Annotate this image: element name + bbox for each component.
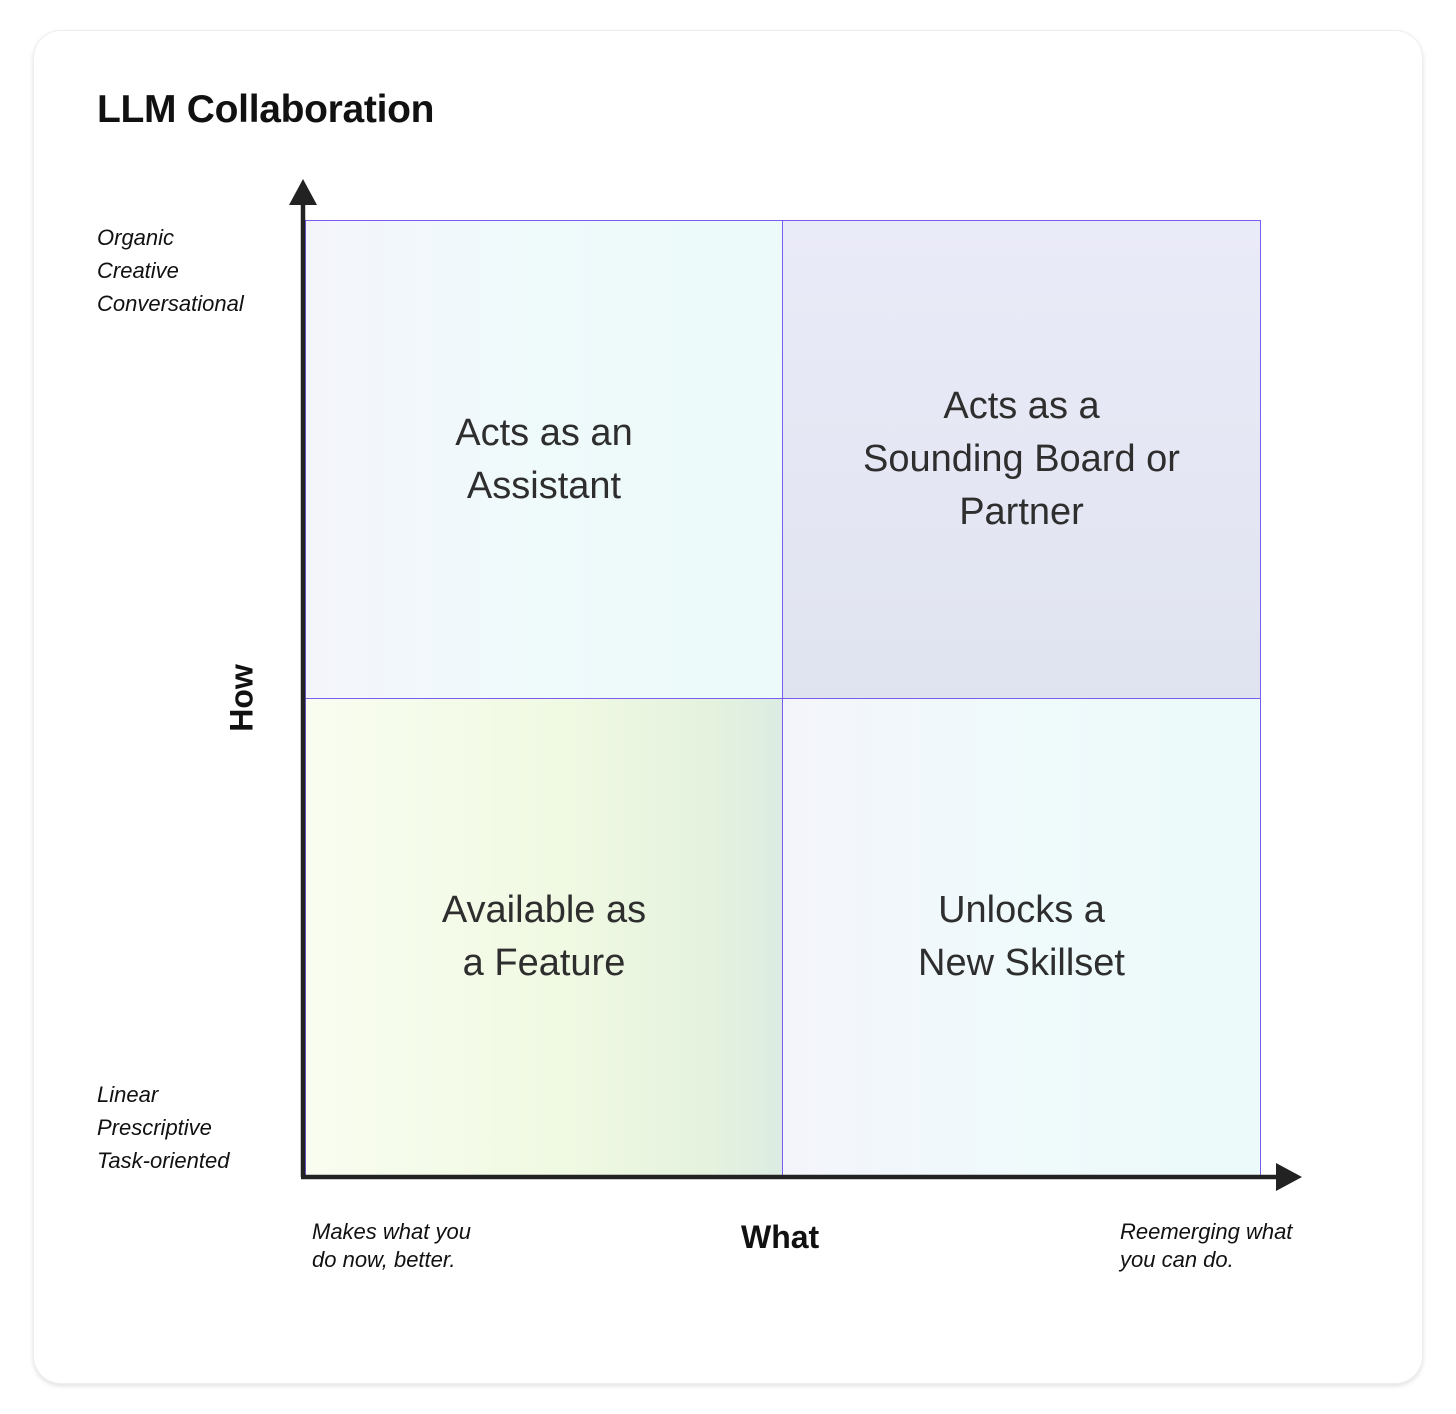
quadrant-bottom-left: Available as a Feature: [305, 698, 783, 1176]
quadrant-top-left: Acts as an Assistant: [305, 220, 783, 699]
y-axis-low-label: Linear Prescriptive Task-oriented: [97, 1082, 230, 1173]
diagram-title: LLM Collaboration: [97, 88, 435, 131]
x-axis-low-label: Makes what you do now, better.: [312, 1219, 471, 1272]
quadrant-label-partner: Acts as a Sounding Board or Partner: [863, 385, 1180, 533]
quadrant-label-skillset: Unlocks a New Skillset: [918, 889, 1125, 984]
y-axis-title: How: [223, 664, 260, 732]
quadrant-label-assistant: Acts as an Assistant: [455, 411, 633, 507]
quadrant-bottom-right: Unlocks a New Skillset: [782, 698, 1261, 1176]
y-axis-high-label: Organic Creative Conversational: [97, 225, 244, 316]
quadrant-top-right: Acts as a Sounding Board or Partner: [782, 220, 1261, 699]
quadrant-label-feature: Available as a Feature: [441, 889, 647, 984]
x-axis-high-label: Reemerging what you can do.: [1120, 1219, 1293, 1272]
x-axis-title: What: [741, 1219, 820, 1255]
